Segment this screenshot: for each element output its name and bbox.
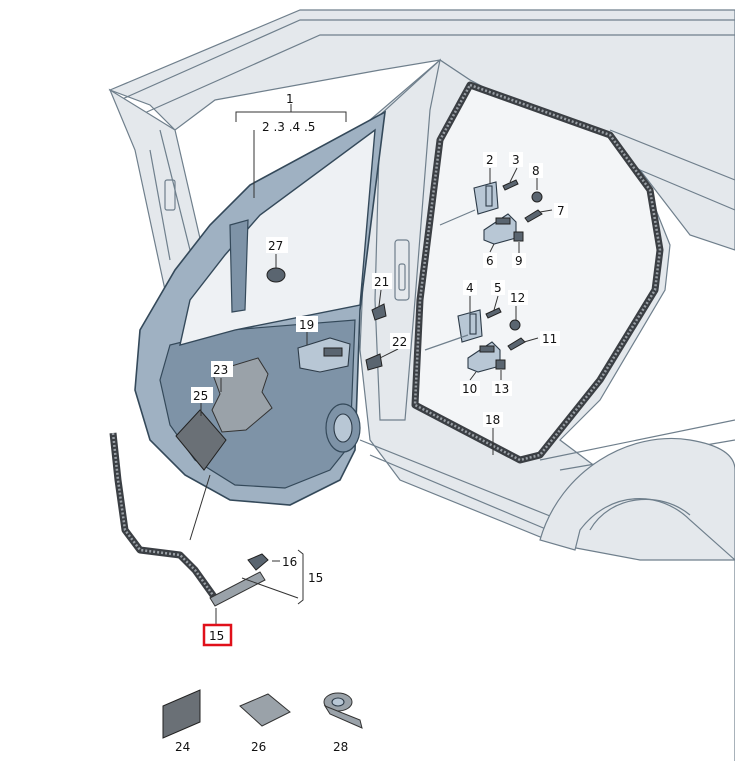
callout-19: 19 [299, 318, 314, 332]
loose-parts [162, 689, 363, 739]
callout-9: 9 [515, 254, 523, 268]
callout-8: 8 [532, 164, 540, 178]
callout-15: 15 [308, 571, 323, 585]
upper-hinge-group [439, 179, 543, 245]
tape-28 [323, 692, 363, 729]
bolt-22 [365, 353, 383, 371]
lower-door-seal [109, 432, 269, 607]
nut-8 [531, 191, 543, 203]
callout-1-sub: 2 .3 .4 .5 [262, 120, 315, 134]
callout-21: 21 [374, 275, 389, 289]
front-door [134, 110, 387, 506]
callout-25: 25 [193, 389, 208, 403]
mat-24 [162, 689, 201, 739]
mat-26 [239, 693, 291, 727]
callout-28: 28 [333, 740, 348, 754]
callout-labels: 1 2 .3 .4 .5 2 3 8 7 6 9 4 5 12 11 10 13… [175, 92, 568, 754]
callout-22: 22 [392, 335, 407, 349]
callout-3: 3 [512, 153, 520, 167]
mat-25 [175, 409, 227, 471]
callout-4: 4 [466, 281, 474, 295]
callout-1: 1 [286, 92, 294, 106]
callout-13: 13 [494, 382, 509, 396]
strip-15 [209, 571, 266, 607]
callout-2: 2 [486, 153, 494, 167]
bolt-7 [524, 209, 543, 223]
callout-24: 24 [175, 740, 190, 754]
callout-15-selected: 15 [209, 629, 224, 643]
callout-12: 12 [510, 291, 525, 305]
nut-12 [509, 319, 521, 331]
clip-13 [495, 359, 506, 370]
selected-part-highlight [202, 623, 233, 647]
clip-16 [247, 553, 269, 571]
callout-11: 11 [542, 332, 557, 346]
bolt-5 [485, 307, 502, 319]
callout-7: 7 [557, 204, 565, 218]
callout-18: 18 [485, 413, 500, 427]
bolt-21 [371, 303, 387, 321]
grommet-27 [266, 267, 286, 283]
lower-hinge-group [424, 307, 526, 373]
callout-26: 26 [251, 740, 266, 754]
callout-10: 10 [462, 382, 477, 396]
bolt-3 [502, 179, 519, 191]
callout-5: 5 [494, 281, 502, 295]
leader-lines [189, 104, 553, 624]
callout-6: 6 [486, 254, 494, 268]
callout-27: 27 [268, 239, 283, 253]
callout-16: 16 [282, 555, 297, 569]
callout-23: 23 [213, 363, 228, 377]
clip-9 [513, 231, 524, 242]
